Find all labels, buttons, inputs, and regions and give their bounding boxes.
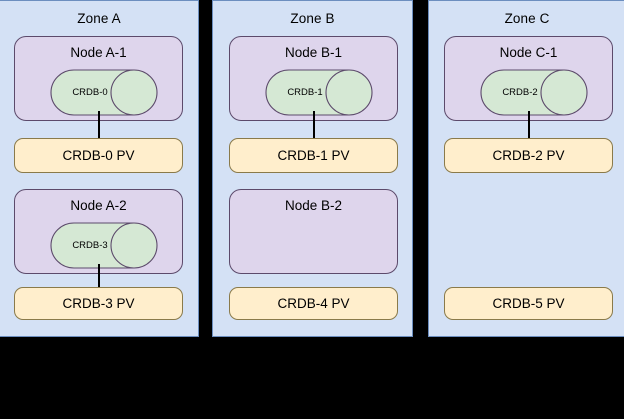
- pod-label-crdb-0: CRDB-0: [72, 87, 108, 98]
- pod-label-crdb-1: CRDB-1: [287, 87, 323, 98]
- cylinder-shape-icon: [50, 69, 158, 116]
- pod-cylinder-crdb-1[interactable]: CRDB-1: [265, 69, 373, 116]
- pv-box-crdb-4[interactable]: CRDB-4 PV: [229, 287, 398, 320]
- pv-box-crdb-0[interactable]: CRDB-0 PV: [14, 138, 183, 173]
- node-title-b-1: Node B-1: [284, 45, 343, 60]
- pod-label-crdb-3: CRDB-3: [72, 240, 108, 251]
- node-title-b-2: Node B-2: [284, 198, 343, 213]
- node-box-a-2[interactable]: Node A-2 CRDB-3: [14, 189, 183, 274]
- node-box-c-1[interactable]: Node C-1 CRDB-2: [444, 36, 613, 121]
- connector-crdb-3-to-pv: [98, 264, 100, 291]
- zone-panel-a[interactable]: Zone A Node A-1 CRDB-0 CRDB-0 PV Node A-…: [0, 0, 199, 337]
- zone-title-c: Zone C: [504, 11, 550, 26]
- node-box-a-1[interactable]: Node A-1 CRDB-0: [14, 36, 183, 121]
- zone-panel-b[interactable]: Zone B Node B-1 CRDB-1 CRDB-1 PV Node B-…: [212, 0, 413, 337]
- node-title-a-2: Node A-2: [70, 198, 127, 213]
- cylinder-shape-icon: [480, 69, 588, 116]
- node-box-b-1[interactable]: Node B-1 CRDB-1: [229, 36, 398, 121]
- zone-title-a: Zone A: [77, 11, 121, 26]
- cylinder-shape-icon: [50, 222, 158, 269]
- zone-title-b: Zone B: [290, 11, 335, 26]
- pod-cylinder-crdb-2[interactable]: CRDB-2: [480, 69, 588, 116]
- pv-box-crdb-1[interactable]: CRDB-1 PV: [229, 138, 398, 173]
- cylinder-shape-icon: [265, 69, 373, 116]
- pod-label-crdb-2: CRDB-2: [502, 87, 538, 98]
- pv-box-crdb-3[interactable]: CRDB-3 PV: [14, 287, 183, 320]
- connector-crdb-1-to-pv: [313, 111, 315, 138]
- pod-cylinder-crdb-0[interactable]: CRDB-0: [50, 69, 158, 116]
- node-title-a-1: Node A-1: [70, 45, 127, 60]
- node-title-c-1: Node C-1: [499, 45, 558, 60]
- pv-box-crdb-2[interactable]: CRDB-2 PV: [444, 138, 613, 173]
- connector-crdb-0-to-pv: [98, 111, 100, 138]
- connector-crdb-2-to-pv: [528, 111, 530, 138]
- zone-panel-c[interactable]: Zone C Node C-1 CRDB-2 CRDB-2 PV CRDB-5 …: [428, 0, 624, 337]
- pv-box-crdb-5[interactable]: CRDB-5 PV: [444, 287, 613, 320]
- pod-cylinder-crdb-3[interactable]: CRDB-3: [50, 222, 158, 269]
- node-box-b-2[interactable]: Node B-2: [229, 189, 398, 274]
